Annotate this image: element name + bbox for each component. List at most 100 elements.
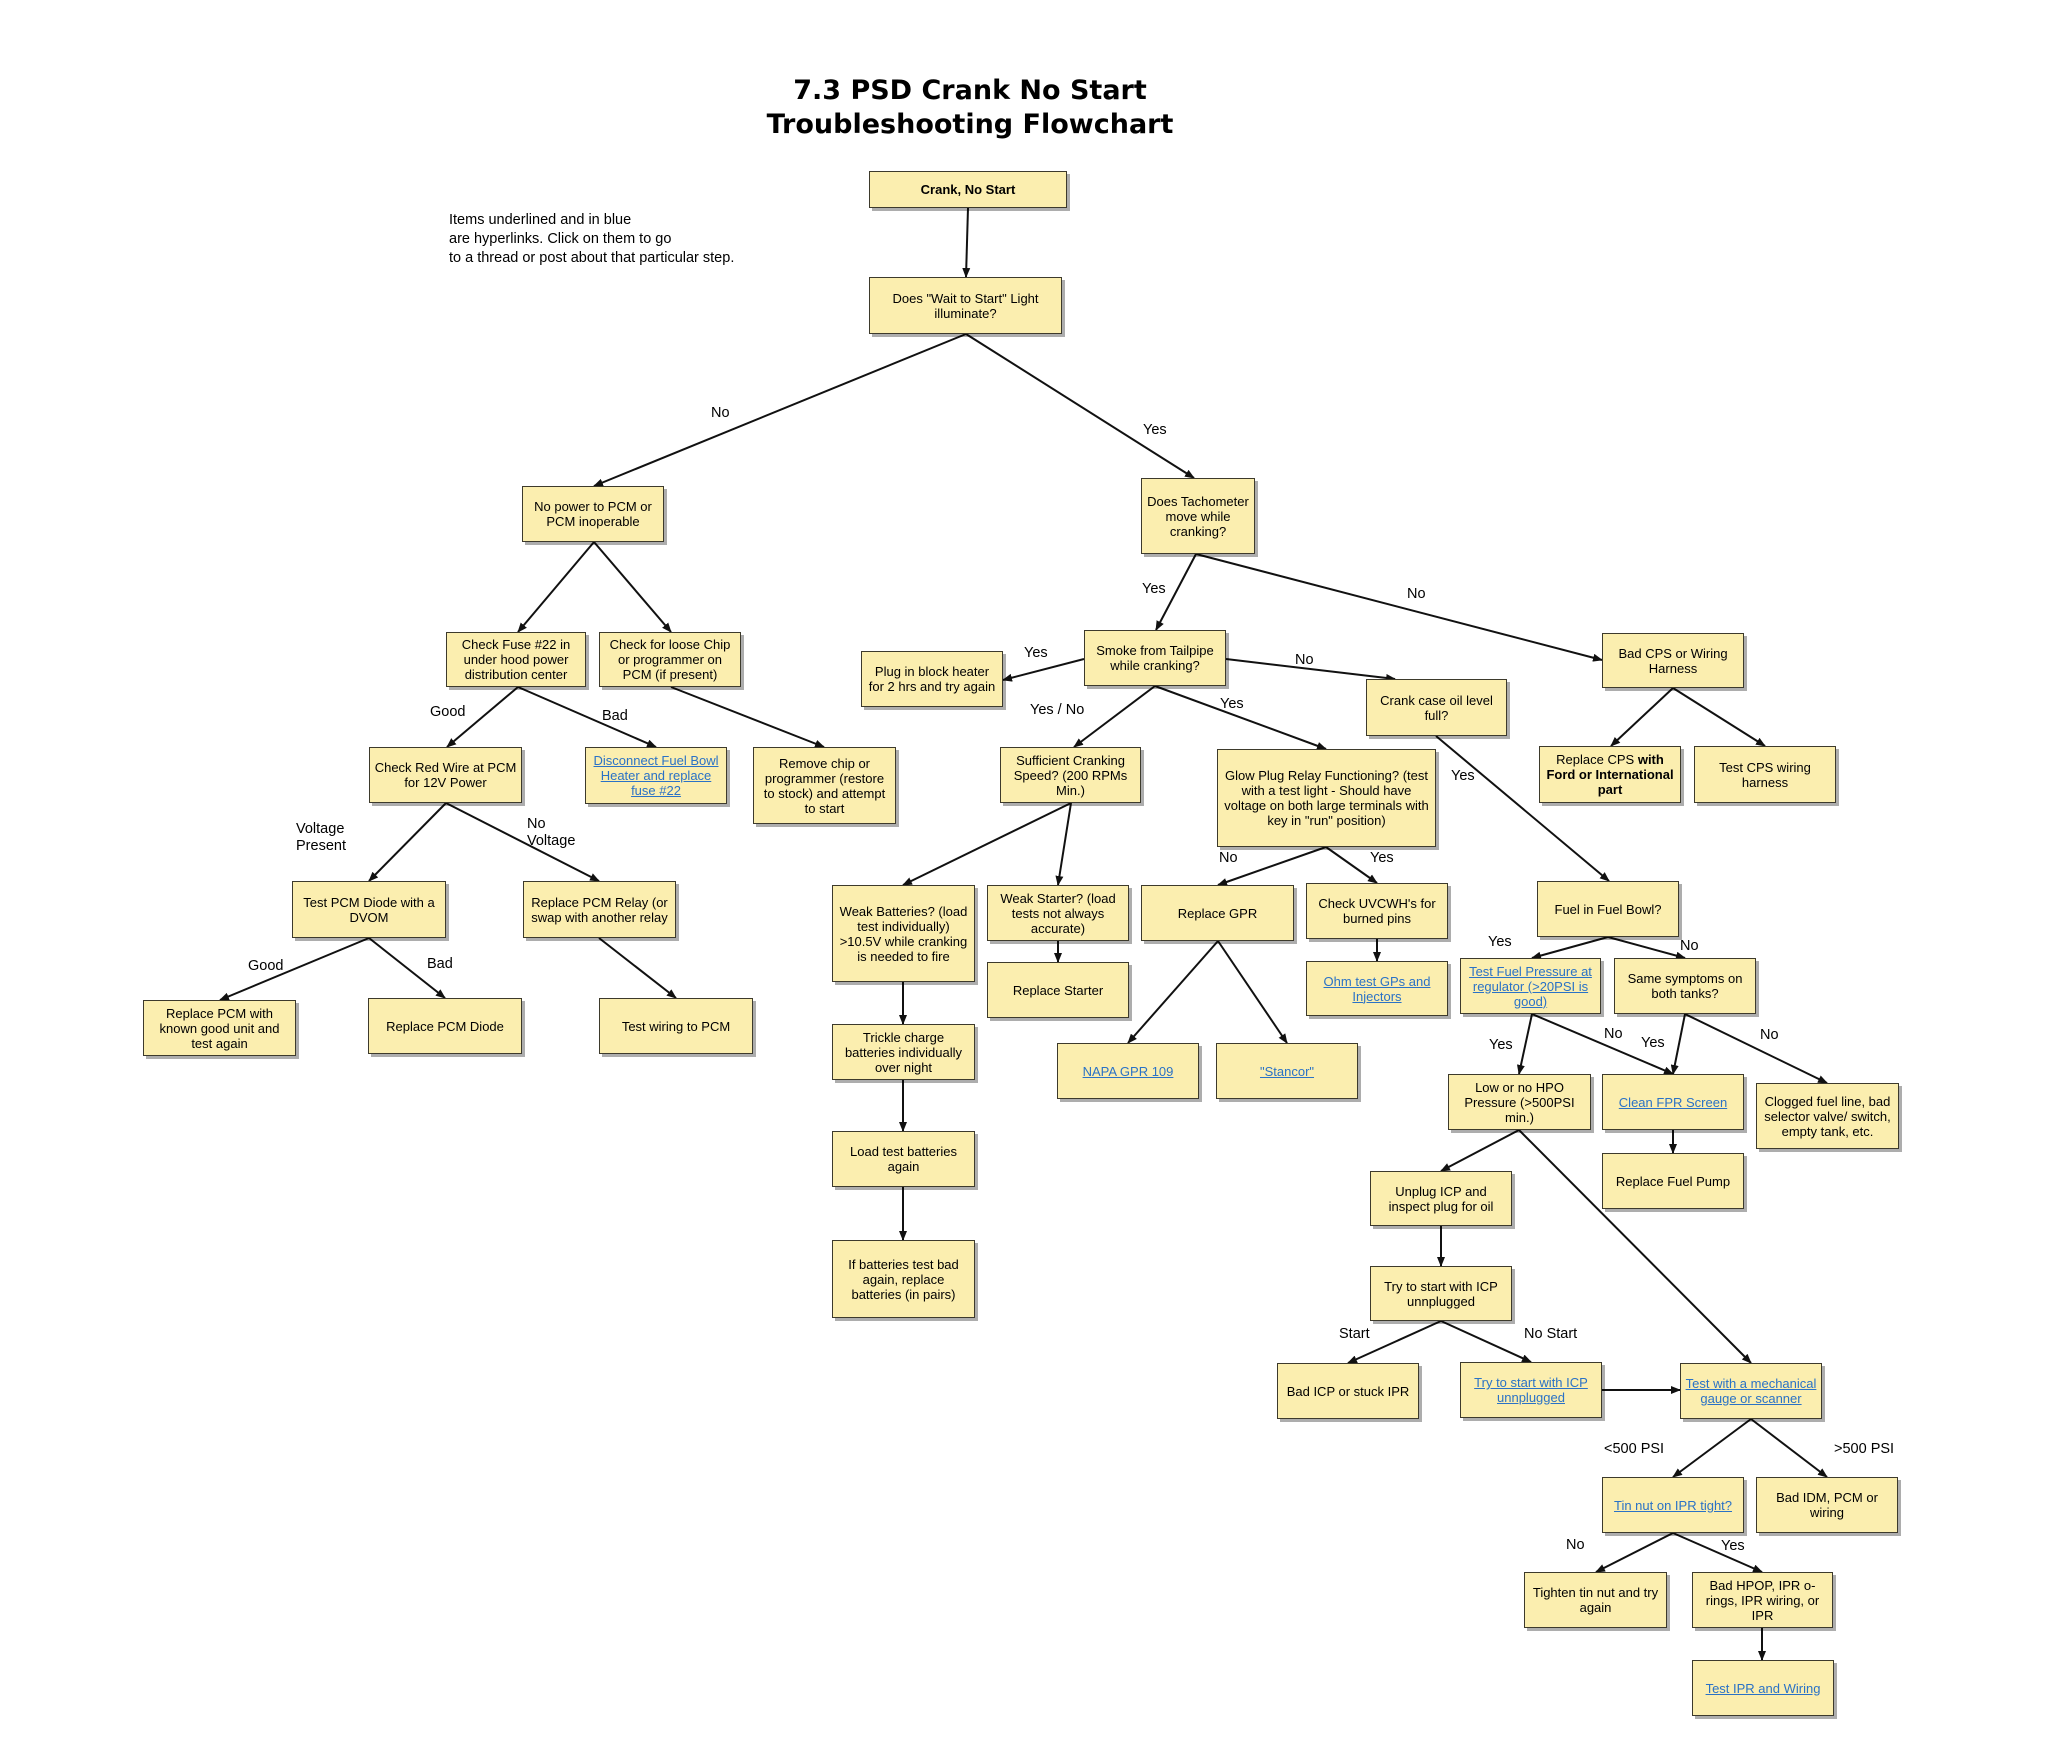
connector-arrow <box>1127 940 1219 1044</box>
link-clean-fpr-screen[interactable]: Clean FPR Screen <box>1602 1074 1744 1130</box>
link-tin-nut-ipr[interactable]: Tin nut on IPR tight? <box>1602 1477 1744 1533</box>
connector-arrow <box>1684 1013 1828 1084</box>
title-line-1: 7.3 PSD Crank No Start <box>793 75 1147 106</box>
edge-label-bowl-no: No <box>1680 938 1699 954</box>
connector-arrow <box>1002 658 1085 682</box>
connector-arrow <box>1195 553 1603 662</box>
node-check-red-wire: Check Red Wire at PCM for 12V Power <box>369 747 522 803</box>
connector-arrow <box>965 333 1195 479</box>
edge-label-smoke-yes-no: Yes / No <box>1030 702 1085 718</box>
node-unplug-icp: Unplug ICP and inspect plug for oil <box>1370 1171 1512 1226</box>
flowchart-title: 7.3 PSD Crank No Start Troubleshooting F… <box>670 74 1270 142</box>
link-test-mechanical-gauge[interactable]: Test with a mechanical gauge or scanner <box>1680 1363 1822 1419</box>
edge-label-bowl-yes: Yes <box>1488 934 1512 950</box>
edge-label-smoke-no: No <box>1295 652 1314 668</box>
connector-arrow <box>1672 687 1766 747</box>
edge-label-smoke-yes: Yes <box>1024 645 1048 661</box>
link-stancor[interactable]: "Stancor" <box>1216 1043 1358 1099</box>
node-bad-cps: Bad CPS or Wiring Harness <box>1602 633 1744 688</box>
node-replace-pcm-diode: Replace PCM Diode <box>368 998 522 1054</box>
connector-arrow <box>517 541 595 633</box>
link-disconnect-fuel-bowl[interactable]: Disconnect Fuel Bowl Heater and replace … <box>585 747 727 804</box>
edge-label-tach-yes: Yes <box>1142 581 1166 597</box>
note-line-1: Items underlined and in blue <box>449 212 632 228</box>
connector-arrow <box>1225 658 1396 682</box>
connector-arrow <box>1155 553 1197 631</box>
connector-arrow <box>962 207 971 278</box>
connector-arrow <box>593 333 967 487</box>
edge-label-psi-low: <500 PSI <box>1604 1441 1665 1457</box>
node-test-cps-wiring: Test CPS wiring harness <box>1694 746 1836 803</box>
node-load-test-again: Load test batteries again <box>832 1131 975 1187</box>
edge-label-gpr-yes: Yes <box>1370 850 1394 866</box>
connector-arrow <box>593 541 672 633</box>
node-low-hpo-pressure: Low or no HPO Pressure (>500PSI min.) <box>1448 1074 1591 1130</box>
edge-label-voltage-present-2: Present <box>296 838 346 854</box>
connector-arrow <box>1440 1129 1520 1172</box>
connector-arrow <box>1531 936 1609 960</box>
connector-arrow <box>1610 687 1674 747</box>
node-replace-batteries: If batteries test bad again, replace bat… <box>832 1240 975 1318</box>
node-crank-no-start: Crank, No Start <box>869 171 1067 208</box>
connector-arrow <box>1217 940 1288 1044</box>
connector-arrow <box>1347 1320 1442 1364</box>
replace-cps-emphasis: with Ford or International part <box>1546 752 1674 797</box>
connector-arrow <box>1607 936 1686 960</box>
connector-arrow <box>368 802 447 882</box>
link-test-ipr-wiring[interactable]: Test IPR and Wiring <box>1692 1660 1834 1716</box>
edge-label-no-voltage-2: Voltage <box>527 833 576 849</box>
edge-label-diode-good: Good <box>248 958 284 974</box>
node-replace-starter: Replace Starter <box>987 962 1129 1018</box>
edge-label-symptoms-no: No <box>1760 1027 1779 1043</box>
connector-arrow <box>1672 1532 1763 1573</box>
node-bad-hpop: Bad HPOP, IPR o-rings, IPR wiring, or IP… <box>1692 1572 1833 1628</box>
connector-arrow <box>517 686 657 748</box>
edge-label-tach-no: No <box>1407 586 1426 602</box>
edge-label-smoke-yes-2: Yes <box>1220 696 1244 712</box>
note-line-2: are hyperlinks. Click on them to go <box>449 231 672 247</box>
edge-label-fuse-good: Good <box>430 704 466 720</box>
node-clogged-fuel-line: Clogged fuel line, bad selector valve/ s… <box>1756 1083 1899 1149</box>
connector-arrow <box>368 937 446 999</box>
edge-label-symptoms-yes: Yes <box>1641 1035 1665 1051</box>
connector-arrow <box>1672 1418 1752 1478</box>
edge-label-voltage-present-1: Voltage <box>296 821 345 837</box>
connector-arrow <box>1750 1418 1828 1478</box>
edge-label-fuse-bad: Bad <box>602 708 628 724</box>
connector-arrow <box>219 937 370 1001</box>
node-weak-starter: Weak Starter? (load tests not always acc… <box>987 885 1129 941</box>
connector-arrow <box>1595 1532 1674 1573</box>
edge-label-diode-bad: Bad <box>427 956 453 972</box>
node-bad-icp: Bad ICP or stuck IPR <box>1277 1363 1419 1419</box>
link-test-fuel-pressure[interactable]: Test Fuel Pressure at regulator (>20PSI … <box>1460 958 1601 1014</box>
node-smoke-tailpipe: Smoke from Tailpipe while cranking? <box>1084 630 1226 686</box>
node-replace-pcm: Replace PCM with known good unit and tes… <box>143 1000 296 1056</box>
title-line-2: Troubleshooting Flowchart <box>766 109 1174 140</box>
edge-label-icp-start: Start <box>1339 1326 1370 1342</box>
link-napa-gpr-109[interactable]: NAPA GPR 109 <box>1057 1043 1199 1099</box>
node-crank-case-oil: Crank case oil level full? <box>1366 679 1507 736</box>
link-try-start-icp[interactable]: Try to start with ICP unnplugged <box>1460 1362 1602 1418</box>
node-fuel-in-bowl: Fuel in Fuel Bowl? <box>1537 881 1679 937</box>
node-replace-gpr: Replace GPR <box>1141 885 1294 941</box>
connector-arrow <box>1531 1013 1674 1075</box>
node-check-fuse-22: Check Fuse #22 in under hood power distr… <box>446 632 586 687</box>
node-wait-to-start-light: Does "Wait to Start" Light illuminate? <box>869 277 1062 334</box>
connector-arrow <box>902 802 1072 886</box>
link-ohm-test[interactable]: Ohm test GPs and Injectors <box>1306 961 1448 1016</box>
node-replace-fuel-pump: Replace Fuel Pump <box>1602 1153 1744 1209</box>
node-replace-pcm-relay: Replace PCM Relay (or swap with another … <box>523 881 676 938</box>
node-weak-batteries: Weak Batteries? (load test individually)… <box>832 885 975 982</box>
node-try-start-icp: Try to start with ICP unnplugged <box>1370 1266 1512 1321</box>
connector-arrow <box>1055 802 1072 886</box>
edge-label-icp-no-start: No Start <box>1524 1326 1578 1342</box>
connector-arrow <box>598 937 677 999</box>
node-sufficient-cranking-speed: Sufficient Cranking Speed? (200 RPMs Min… <box>1000 747 1141 803</box>
edge-label-no-voltage-1: No <box>527 816 546 832</box>
connector-arrow <box>1154 685 1327 750</box>
node-replace-cps: Replace CPS with Ford or International p… <box>1539 746 1681 803</box>
note-line-3: to a thread or post about that particula… <box>449 250 735 266</box>
edge-label-pressure-no: No <box>1604 1026 1623 1042</box>
node-same-symptoms: Same symptoms on both tanks? <box>1614 958 1756 1014</box>
